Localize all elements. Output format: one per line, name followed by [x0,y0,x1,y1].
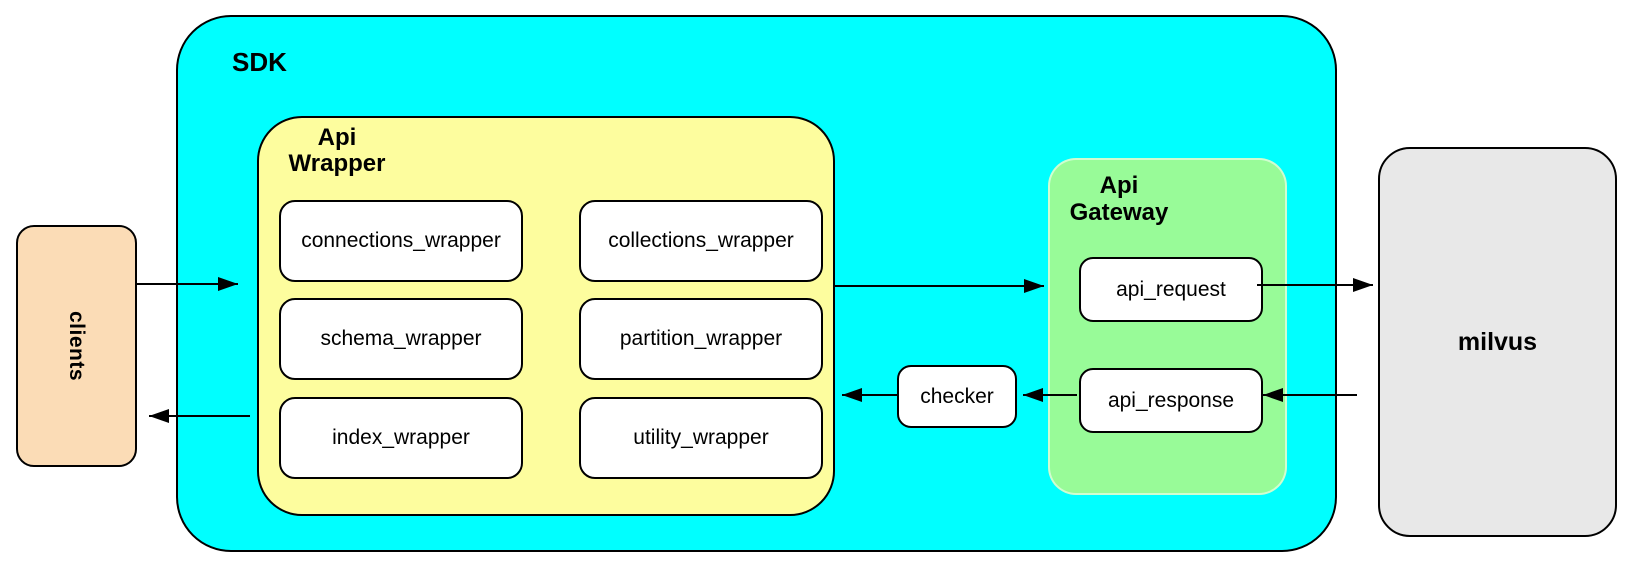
node-schema-wrapper-label: schema_wrapper [320,327,482,350]
api-wrapper-container: Api Wrapper connections_wrapper collecti… [257,116,835,516]
api-wrapper-label-line1: Api [317,124,357,151]
node-collections-wrapper: collections_wrapper [579,200,823,282]
node-index-wrapper-label: index_wrapper [332,426,470,449]
node-schema-wrapper: schema_wrapper [279,298,523,380]
api-wrapper-label: Api Wrapper [271,125,403,177]
node-connections-wrapper: connections_wrapper [279,200,523,282]
node-api-request-label: api_request [1116,277,1226,301]
clients-node: clients [16,225,137,467]
node-partition-wrapper-label: partition_wrapper [619,327,783,350]
api-wrapper-label-line2: Wrapper [288,150,386,177]
checker-node: checker [897,365,1017,428]
api-gateway-label-line1: Api [1099,172,1139,199]
node-connections-wrapper-label: connections_wrapper [301,229,501,252]
api-gateway-label: Api Gateway [1058,172,1180,226]
api-gateway-container: Api Gateway api_request api_response [1048,158,1287,495]
api-gateway-label-line2: Gateway [1069,199,1169,226]
node-utility-wrapper: utility_wrapper [579,397,823,479]
node-index-wrapper: index_wrapper [279,397,523,479]
checker-label: checker [920,384,994,408]
node-api-request: api_request [1079,257,1263,322]
milvus-node: milvus [1378,147,1617,537]
node-api-response: api_response [1079,368,1263,433]
node-api-response-label: api_response [1107,388,1235,412]
milvus-label: milvus [1457,327,1538,356]
sdk-label: SDK [232,47,287,77]
clients-label: clients [65,310,89,382]
node-collections-wrapper-label: collections_wrapper [608,229,794,252]
node-utility-wrapper-label: utility_wrapper [633,426,769,449]
node-partition-wrapper: partition_wrapper [579,298,823,380]
